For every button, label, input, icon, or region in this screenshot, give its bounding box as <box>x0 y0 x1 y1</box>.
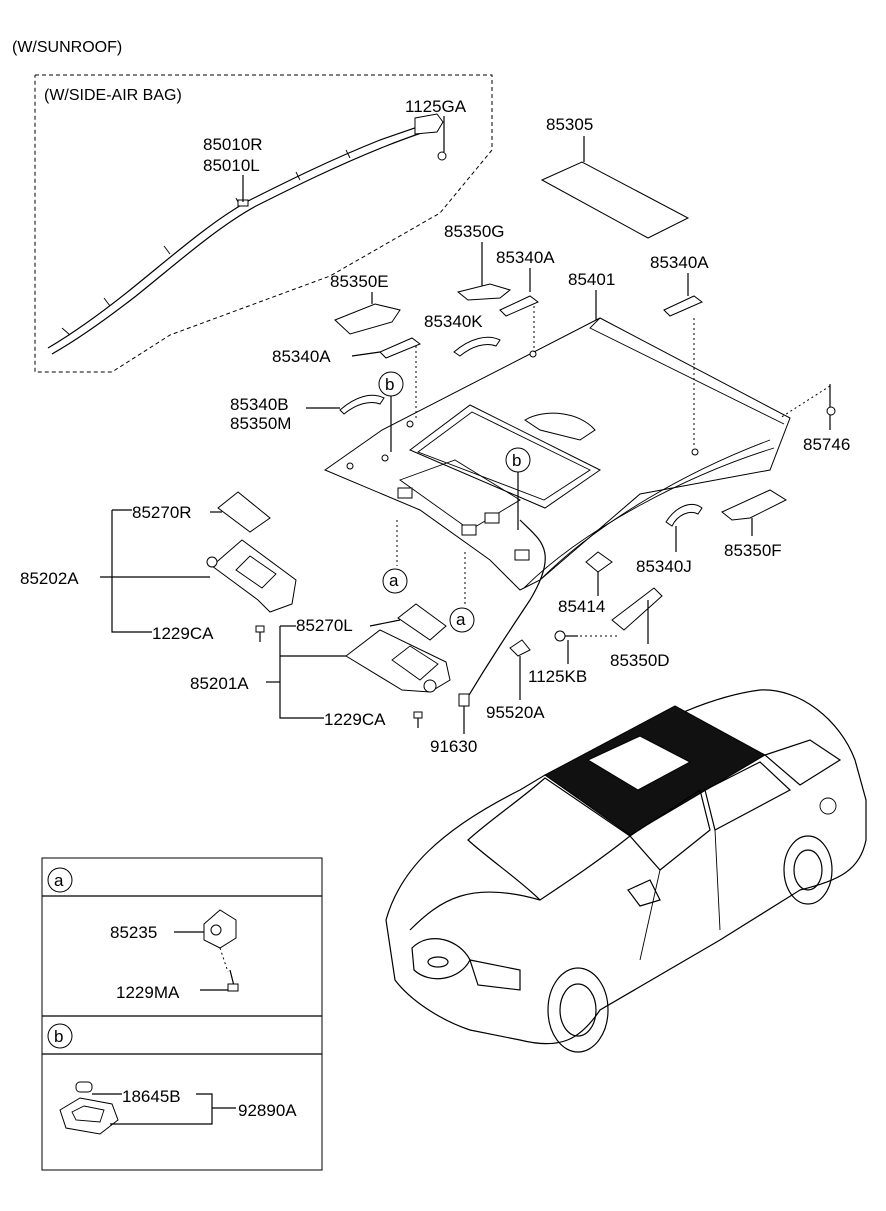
label-1125KB: 1125KB <box>528 667 587 686</box>
handle-85340B <box>339 394 385 415</box>
label-85010L: 85010L <box>203 156 260 175</box>
label-1229CA-2: 1229CA <box>324 710 386 729</box>
label-85340A-1: 85340A <box>496 248 555 267</box>
label-85270R: 85270R <box>132 503 192 522</box>
label-95520A: 95520A <box>486 703 545 722</box>
label-18645B: 18645B <box>122 1087 181 1106</box>
side-airbag-header: (W/SIDE-AIR BAG) <box>44 87 182 104</box>
bracket-85350G <box>456 283 512 301</box>
label-85746: 85746 <box>803 435 850 454</box>
detail-callout-a-text: a <box>54 871 64 890</box>
bolt-1125KB <box>554 630 578 642</box>
label-85350G: 85350G <box>444 222 505 241</box>
car-illustration <box>385 689 867 1053</box>
screw-1229CA-1 <box>255 625 265 642</box>
side-airbag-box: (W/SIDE-AIR BAG) <box>34 74 493 373</box>
lamp-92890A <box>59 1097 119 1135</box>
label-85340K: 85340K <box>424 312 483 331</box>
detail-callout-b-text: b <box>54 1027 63 1046</box>
clip-85340A-3 <box>379 337 422 359</box>
callout-a-2 <box>449 607 475 633</box>
label-85350D: 85350D <box>610 651 670 670</box>
label-85201A: 85201A <box>190 674 249 693</box>
label-85401: 85401 <box>568 270 615 289</box>
label-91630: 91630 <box>430 737 477 756</box>
bracket-85350D <box>611 587 663 631</box>
pad-85414 <box>585 551 613 573</box>
handle-85340J <box>665 504 703 527</box>
bulb-18645B <box>75 1081 93 1093</box>
bracket-85350E <box>334 303 401 335</box>
label-85350M: 85350M <box>230 414 291 433</box>
mirror-cover-85270R <box>217 491 271 533</box>
label-85235: 85235 <box>110 923 157 942</box>
label-85350F: 85350F <box>724 541 782 560</box>
detail-callout-b <box>47 1023 73 1049</box>
connector-91630 <box>458 693 470 707</box>
callout-a-2-text: a <box>456 610 466 629</box>
label-85010R: 85010R <box>203 135 263 154</box>
curtain-airbag <box>47 113 447 355</box>
lamp-85235 <box>203 909 237 949</box>
sun-visor-right <box>211 539 297 613</box>
clip-95520A <box>509 639 531 657</box>
detail-box <box>41 857 323 1171</box>
clip-85340A-1 <box>499 295 539 317</box>
label-85270L: 85270L <box>296 616 353 635</box>
label-85350E: 85350E <box>330 272 389 291</box>
callout-b-1-text: b <box>385 375 394 394</box>
bracket-85350F <box>721 489 788 521</box>
label-85340A-3: 85340A <box>272 347 331 366</box>
label-85305: 85305 <box>546 115 593 134</box>
callout-a-1 <box>382 568 408 594</box>
label-85414: 85414 <box>558 597 605 616</box>
label-85202A: 85202A <box>20 569 79 588</box>
label-85340B: 85340B <box>230 395 289 414</box>
screw-1229CA-2 <box>413 711 423 728</box>
headliner <box>323 317 791 591</box>
sunroof-header: (W/SUNROOF) <box>12 39 122 56</box>
callout-a-1-text: a <box>389 571 399 590</box>
detail-callout-a <box>47 867 73 893</box>
clip-85340A-2 <box>663 295 703 317</box>
mirror-cover-85270L <box>397 603 447 641</box>
label-85340A-2: 85340A <box>650 253 709 272</box>
label-1229MA: 1229MA <box>116 983 180 1002</box>
label-1229CA-1: 1229CA <box>152 624 214 643</box>
clip-85746 <box>826 406 836 416</box>
screw-1229MA <box>227 969 239 992</box>
sunroof-glass <box>540 161 690 239</box>
wire-harness <box>465 519 546 701</box>
label-1125GA: 1125GA <box>405 97 467 116</box>
label-92890A: 92890A <box>238 1101 297 1120</box>
handle-85340K <box>453 336 501 357</box>
callout-b-2-text: b <box>512 451 521 470</box>
label-85340J: 85340J <box>636 557 692 576</box>
